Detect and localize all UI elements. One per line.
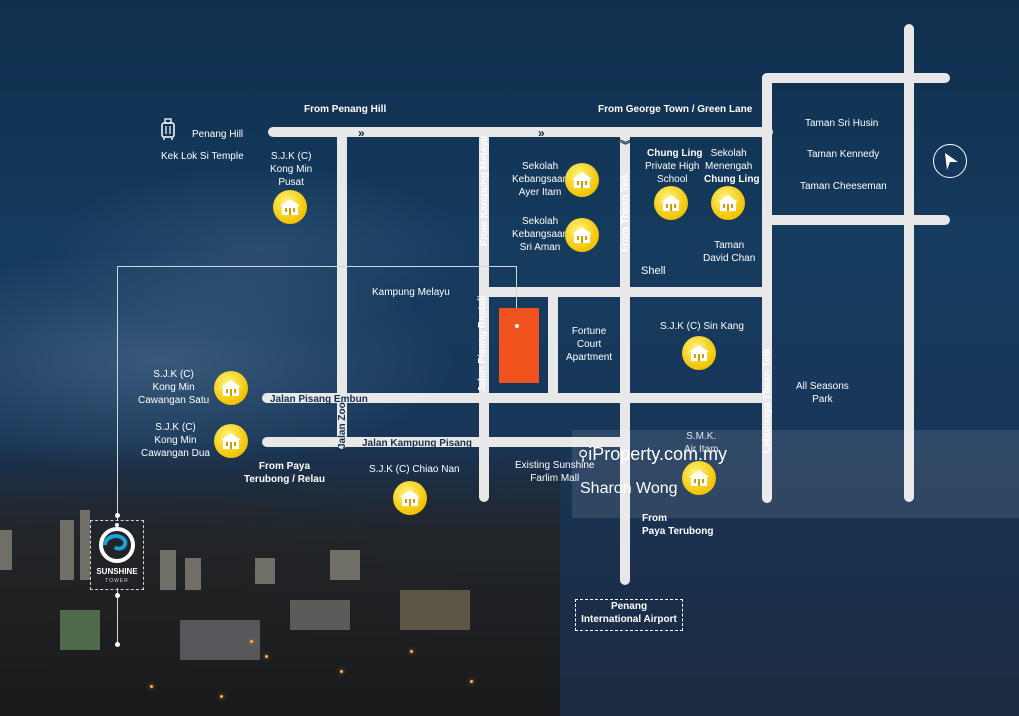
building [160,550,176,590]
building [400,590,470,630]
label-jalan-kampung-pisang: Jalan Kampung Pisang [362,438,473,449]
guide-dot [115,593,120,598]
city-light [220,695,223,698]
guide-dot [115,513,120,518]
label-from-paya-terubong: From Paya Terubong [642,513,714,537]
road-thean-teik [620,127,630,585]
building [60,520,74,580]
logo-sub: TOWER [105,578,129,584]
label-school-chiao-nan: S.J.K (C) Chiao Nan [369,464,460,475]
label-from-penang-hill: From Penang Hill [304,104,387,115]
school-icon[interactable] [214,371,248,405]
label-from-george-town: From George Town / Green Lane [598,104,753,115]
road-jalan-pisang-embun [262,393,772,403]
label-kek-lok-si: Kek Lok Si Temple [161,151,244,162]
road-top-right [762,73,950,83]
label-taman-cheeseman: Taman Cheeseman [800,181,887,192]
school-icon[interactable] [393,481,427,515]
guide-line [117,588,118,646]
building [60,610,100,650]
guide-line [516,266,517,310]
road-jalan-zoo [337,127,347,449]
building [255,558,275,584]
building [80,510,90,580]
label-from-thean-teik: From Thean Teik [620,172,631,252]
guide-line [117,266,118,520]
label-penang-hill: Penang Hill [192,129,244,140]
road-kampung-melayu [479,127,489,502]
label-school-sin-kang: S.J.K (C) Sin Kang [660,321,744,332]
label-from-kampung-melayu: From Kampung Melayu [479,135,490,246]
label-school-kong-min-satu: S.J.K (C) Kong Min Cawangan Satu [138,369,210,406]
swirl-logo-icon [99,523,135,563]
pin-icon: ⚲ [578,447,589,463]
label-school-smk-chung-ling-b: Chung Ling [704,174,760,185]
site-dot [515,324,519,328]
sunshine-tower-site[interactable] [499,308,539,383]
building [330,550,360,580]
label-taman-kennedy: Taman Kennedy [807,149,880,160]
city-light [265,655,268,658]
watermark-agent: Sharon Wong [580,480,678,497]
city-light [250,640,253,643]
building [180,620,260,660]
watermark-brand: ⚲iProperty.com.my [578,444,727,464]
guide-line [117,266,517,267]
label-school-smk-chung-ling-a: Sekolah Menengah [705,148,753,172]
direction-chevron-icon: » [538,126,545,140]
label-taman-david-chan: Taman David Chan [703,240,756,264]
label-lebuhraya-thean-teik: Lebuhraya Thean Teik [762,348,773,453]
label-existing-mall: Existing Sunshine Farlim Mall [515,460,595,484]
watermark-panel [572,430,1019,518]
luggage-icon [161,118,175,140]
label-school-sk-sri-aman: Sekolah Kebangsaan Sri Aman [512,216,569,253]
school-icon[interactable] [654,186,688,220]
school-icon[interactable] [565,163,599,197]
direction-chevron-icon: ︾ [620,140,631,152]
airport-box: Penang International Airport [575,599,683,631]
guide-dot [115,642,120,647]
city-light [410,650,413,653]
road-jalan-kampung-pisang [262,437,630,447]
city-light [470,680,473,683]
road-taman-right [762,215,950,225]
school-icon[interactable] [214,424,248,458]
label-school-chung-ling-b: Private High School [645,161,700,185]
label-jalan-pisang-rastali: Jalan Pisang Rastali [477,295,488,392]
label-from-paya-relau: From Paya Terubong / Relau [244,461,325,485]
building [290,600,350,630]
direction-chevron-icon: » [358,126,365,140]
label-shell: Shell [641,265,666,277]
label-airport: Penang International Airport [581,601,677,625]
road-fortune [548,287,558,397]
label-jalan-zoo: Jalan Zoo [337,402,348,449]
logo-name: SUNSHINE [96,567,138,576]
sunshine-tower-logo: SUNSHINE TOWER [90,520,144,590]
label-taman-sri-husin: Taman Sri Husin [805,118,879,129]
label-school-kong-min-pusat: S.J.K (C) Kong Min Pusat [270,151,313,188]
building [185,558,201,590]
school-icon[interactable] [682,461,716,495]
label-school-smk-air-itam: S.M.K. Air Itam [684,431,719,455]
city-skyline [0,440,560,716]
city-light [150,685,153,688]
road-far-right [904,24,914,502]
road-mid [479,287,772,297]
school-icon[interactable] [711,186,745,220]
north-arrow-icon [933,144,967,178]
label-all-seasons-park: All Seasons Park [796,381,849,405]
building [0,530,12,570]
label-jalan-pisang-embun: Jalan Pisang Embun [270,394,368,405]
road-top [268,127,773,137]
label-kampung-melayu: Kampung Melayu [372,287,450,298]
school-icon[interactable] [273,190,307,224]
city-light [340,670,343,673]
label-fortune-court: Fortune Court Apartment [566,326,613,363]
label-school-sk-ayer-itam: Sekolah Kebangsaan Ayer Itam [512,161,569,198]
school-icon[interactable] [682,336,716,370]
label-school-chung-ling-a: Chung Ling [647,148,703,159]
label-school-kong-min-dua: S.J.K (C) Kong Min Cawangan Dua [141,422,210,459]
school-icon[interactable] [565,218,599,252]
